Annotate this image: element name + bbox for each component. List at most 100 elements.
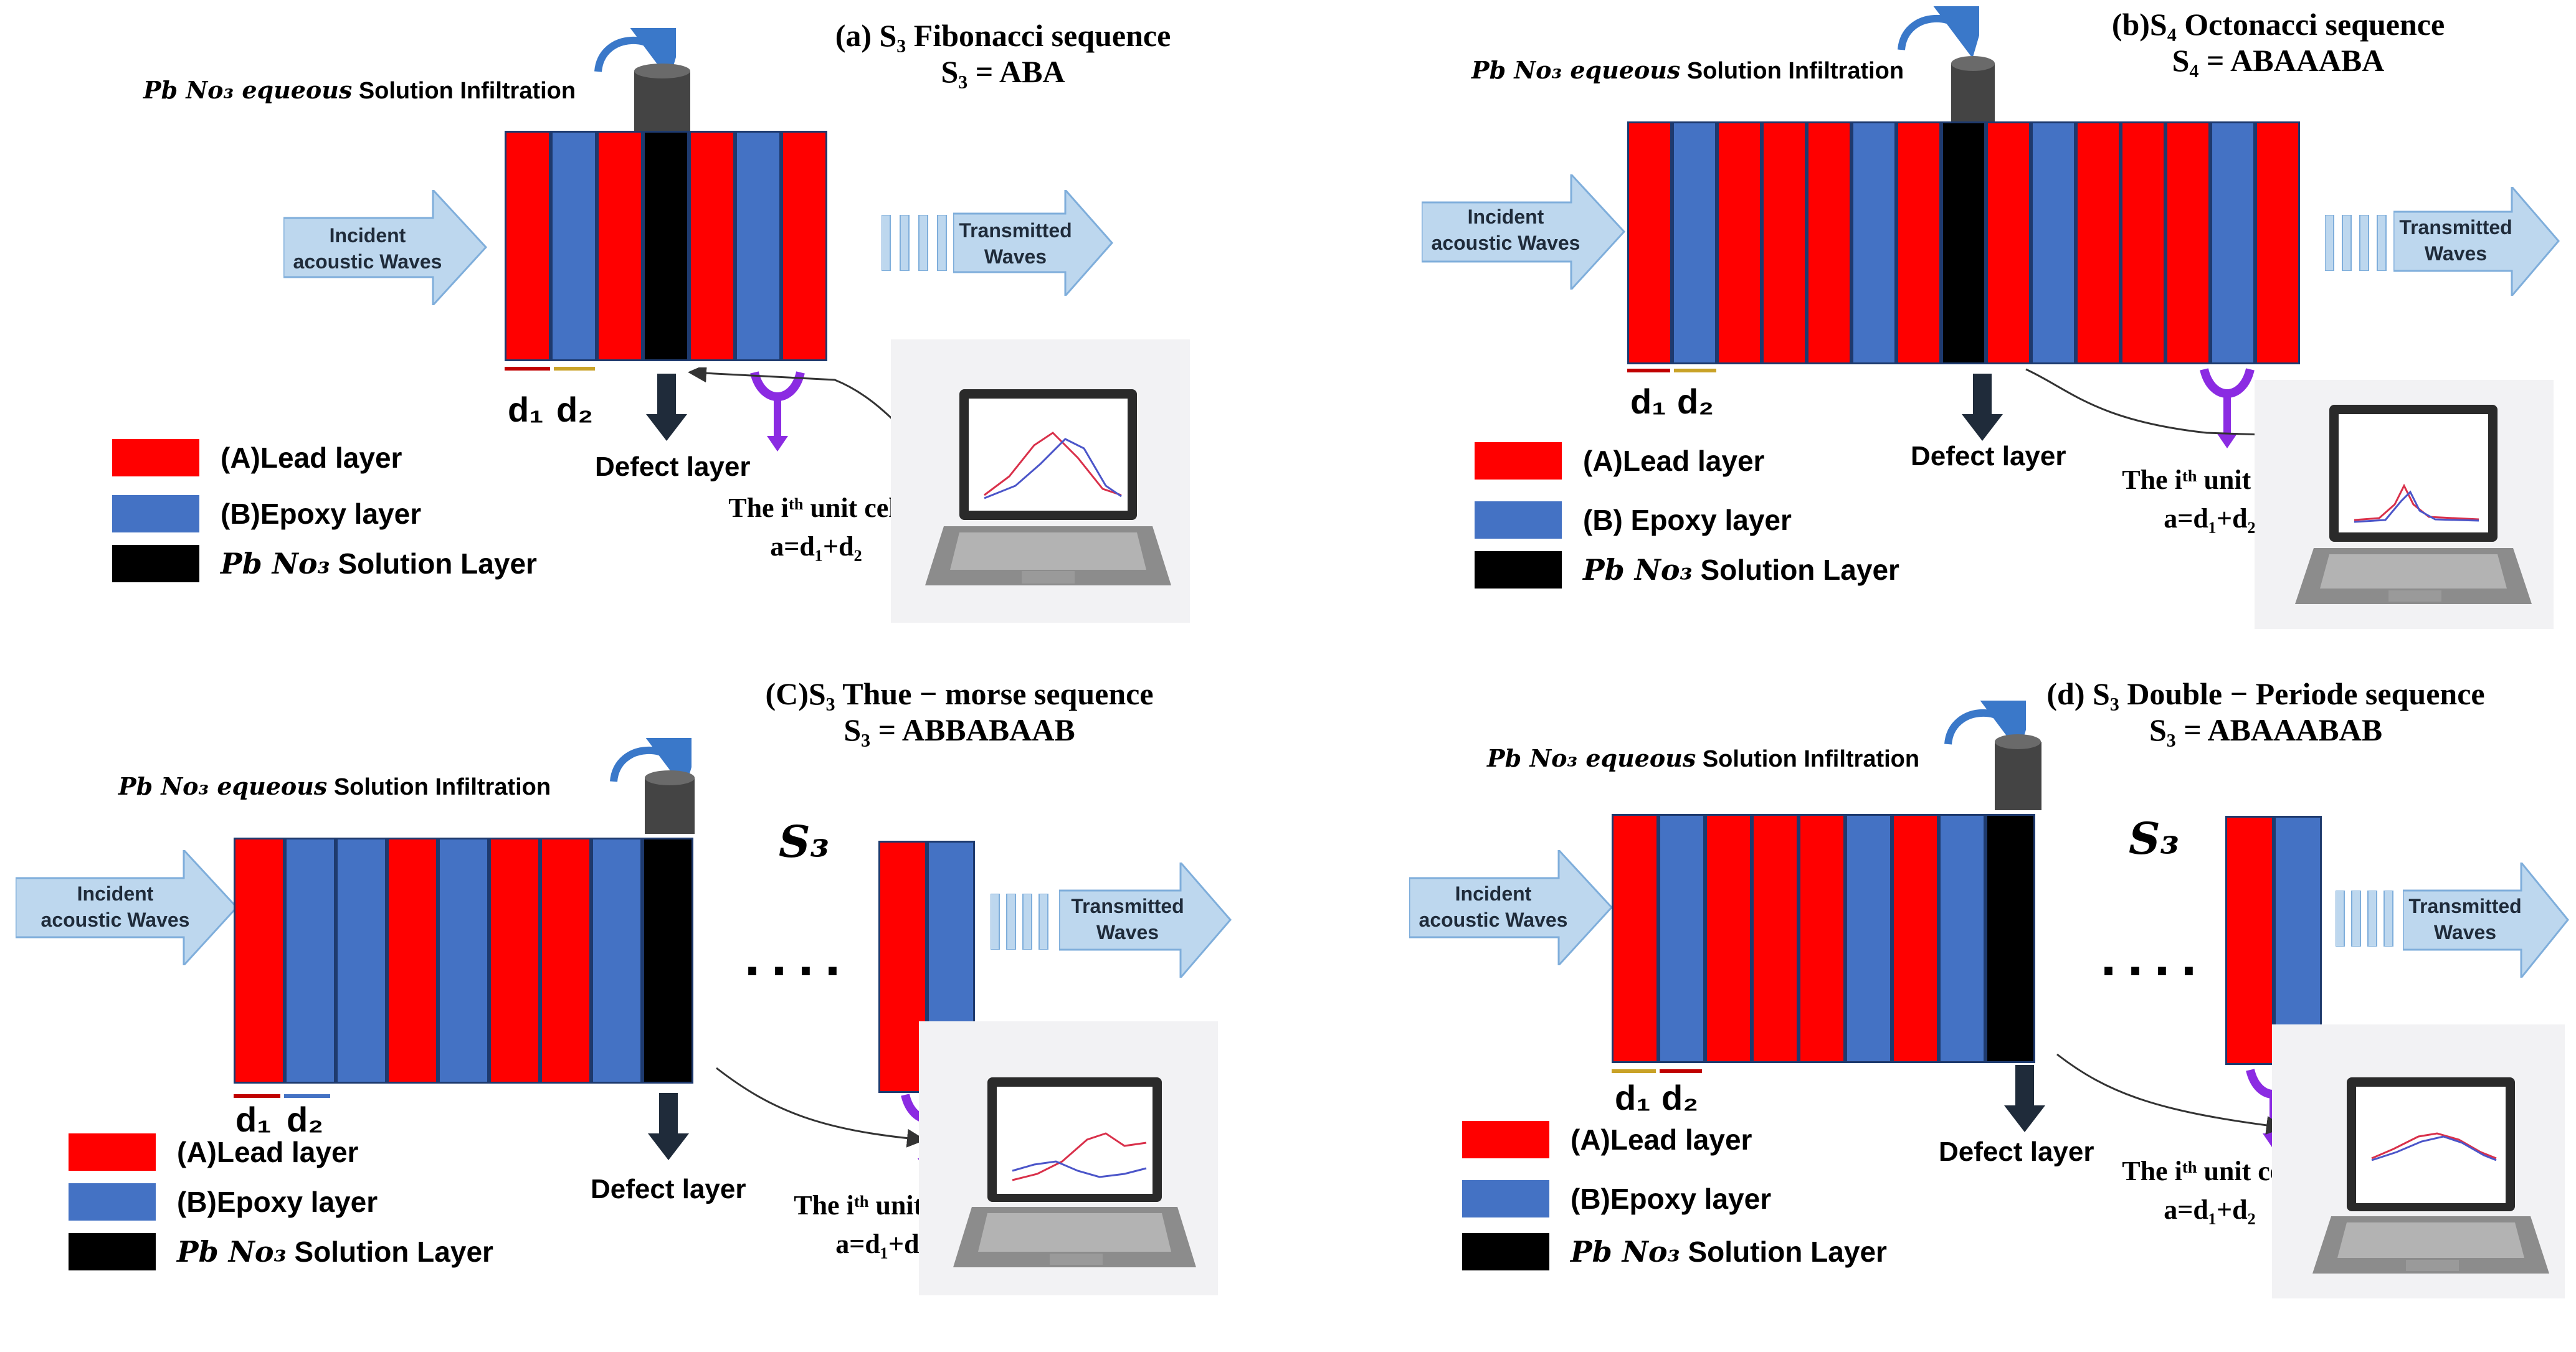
transmitted-arrow-icon [953,190,1114,296]
layer-stack [234,838,695,1084]
d2-label: d₂ [1677,382,1714,421]
legend-solution: Pb No₃ Solution Layer [112,545,537,582]
legend-solution-text: Solution Layer [1688,1236,1887,1268]
layer-stack [1612,814,2035,1063]
lead-layer [781,131,827,361]
legend-swatch-solution [112,545,199,582]
legend-text-lead: (A)Lead layer [221,442,402,474]
legend-lead: (A)Lead layer [69,1133,358,1171]
d1-label: d₁ [235,1100,272,1139]
down-arrow-icon [648,1093,689,1160]
panel-c: (C)S₃ Thue − morse sequence S₃ = ABBABAA… [0,676,1288,1352]
legend-solution-text: Solution Layer [294,1236,493,1268]
epoxy-layer [2274,816,2322,1065]
laptop-icon [2255,380,2554,629]
legend-text-lead: (A)Lead layer [177,1136,359,1168]
legend-formula: Pb No₃ [1571,1235,1680,1269]
incident-arrow-icon [16,850,239,965]
legend-lead: (A)Lead layer [1475,442,1764,480]
d1-label: d₁ [508,390,544,429]
legend-text-epoxy: (B)Epoxy layer [177,1186,378,1218]
solution-cylinder-icon [1951,56,1995,126]
rotation-arrow-icon [1898,6,1979,56]
y-marker-icon [750,371,805,451]
unit-cell-label: The iᵗʰ unit cell a=d₁+d₂ [2104,461,2316,537]
lead-layer [1799,814,1845,1063]
lead-layer [2255,121,2300,364]
legend-swatch-lead [112,439,199,476]
legend-text-solution: Pb No₃ Solution Layer [177,1235,493,1269]
transmitted-bars [2336,891,2393,947]
incident-arrow-icon [1422,174,1626,290]
layer-stack [505,131,829,361]
legend-epoxy: (B)Epoxy layer [1462,1180,1771,1217]
lead-layer [1717,121,1762,364]
title-line2: S₃ = ABAAABAB [2149,712,2383,747]
infiltration-text: Solution Infiltration [1702,746,1920,772]
lead-layer [2225,816,2274,1065]
ellipsis: .... [744,925,852,988]
epoxy-layer [1658,814,1705,1063]
s3-label: S₃ [2129,813,2180,864]
d2-label: d₂ [556,390,594,429]
transmitted-label: Transmitted Waves [2408,895,2522,943]
title-line1: (C)S₃ Thue − morse sequence [765,676,1154,711]
incident-label: Incident acoustic Waves [40,882,190,931]
title-line1: (a) S₃ Fibonacci sequence [835,18,1171,53]
transmitted-bars [991,894,1048,950]
lead-layer [505,131,551,361]
infiltration-formula: Pb No₃ equeous [143,76,353,104]
y-marker-icon [2200,368,2255,448]
panel-title: (a) S₃ Fibonacci sequence S₃ = ABA [754,17,1252,90]
solution-cylinder-icon [645,770,695,834]
laptop-icon [891,339,1190,623]
legend-text-solution: Pb No₃ Solution Layer [221,547,537,580]
lead-layer [1627,121,1672,364]
down-arrow-icon [2004,1065,2045,1132]
lead-layer [1705,814,1752,1063]
transmitted-bars [882,215,947,271]
epoxy-layer [2031,121,2076,364]
defect-solution-layer [642,838,693,1084]
infiltration-text: Solution Infiltration [1686,58,1904,84]
legend-text-lead: (A)Lead layer [1583,445,1765,477]
infiltration-formula: Pb No₃ equeous [1487,744,1696,772]
epoxy-layer [1851,121,1896,364]
s3-label: S₃ [779,816,830,867]
title-line1: (b)S₄ Octonacci sequence [2111,7,2445,42]
legend-swatch-solution [69,1233,156,1270]
legend-solution-text: Solution Layer [338,547,537,580]
legend-swatch-lead [69,1133,156,1171]
lead-layer [2076,121,2121,364]
epoxy-layer [438,838,489,1084]
legend-text-solution: Pb No₃ Solution Layer [1571,1235,1887,1269]
legend-swatch-solution [1475,551,1562,589]
lead-layer [878,841,927,1093]
d-markers [1627,369,1716,372]
defect-solution-layer [643,131,689,361]
defect-label: Defect layer [1939,1137,2094,1167]
lead-layer [387,838,438,1084]
legend-swatch-epoxy [69,1183,156,1221]
lead-layer [489,838,540,1084]
incident-label: Incident acoustic Waves [1419,882,1568,931]
d2-label: d₂ [1661,1078,1699,1117]
defect-label: Defect layer [591,1174,746,1204]
legend-formula: Pb No₃ [221,547,330,580]
epoxy-layer [735,131,781,361]
infiltration-formula: Pb No₃ equeous [118,772,328,800]
infiltration-text: Solution Infiltration [333,774,551,800]
unit-cell-line2: a=d₁+d₂ [2164,1194,2256,1225]
epoxy-layer [2210,121,2255,364]
unit-cell-stack [2225,816,2322,1065]
rotation-arrow-icon [594,28,676,78]
infiltration-text: Solution Infiltration [358,78,576,104]
lead-layer [1986,121,2031,364]
unit-cell-line2: a=d₁+d₂ [835,1228,928,1259]
lead-layer [1612,814,1658,1063]
legend-solution: Pb No₃ Solution Layer [1462,1233,1887,1270]
legend-solution: Pb No₃ Solution Layer [1475,551,1899,589]
incident-label: Incident acoustic Waves [293,224,442,273]
pointer-line [2025,368,2397,448]
unit-cell-line1: The iᵗʰ unit cell [728,493,904,523]
